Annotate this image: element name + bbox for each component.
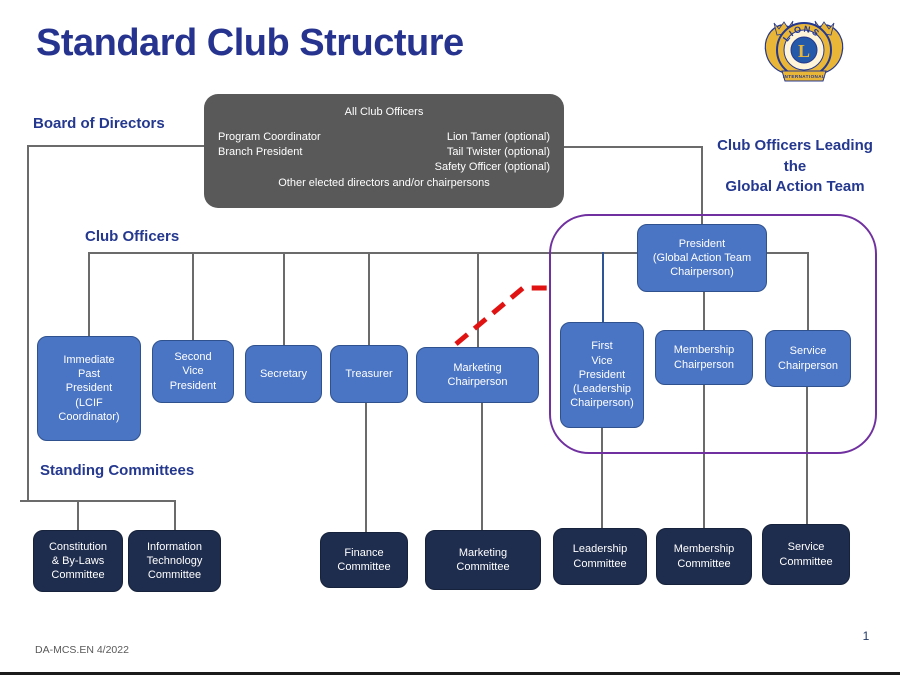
gat-group-label: Club Officers Leading the Global Action … [717, 137, 873, 196]
connector-drop-treasurer [368, 252, 370, 346]
officer-box-service-chairperson: Service Chairperson [765, 330, 851, 387]
connector-marketing-committee [481, 402, 483, 531]
committee-box-finance: Finance Committee [320, 532, 408, 588]
connector-president-membership [703, 290, 705, 331]
logo-banner-text: INTERNATIONAL [783, 74, 825, 79]
connector-drop-service-chair [807, 252, 809, 331]
all-club-officers-title: All Club Officers [344, 106, 424, 118]
connector-drop-secretary [283, 252, 285, 346]
connector-fvp-leadership [601, 427, 603, 529]
lions-international-logo: LIONS L INTERNATIONAL [764, 20, 844, 82]
officer-item-branch-president: Branch President [218, 146, 303, 159]
officer-box-president: President (Global Action Team Chairperso… [637, 224, 767, 292]
officer-item-safety-officer: Safety Officer (optional) [434, 161, 550, 174]
connector-drop-fvp [602, 252, 604, 323]
committee-box-membership: Membership Committee [656, 528, 752, 585]
committee-box-marketing: Marketing Committee [425, 530, 541, 590]
connector-drop-it [174, 500, 176, 531]
officer-item-lion-tamer: Lion Tamer (optional) [446, 131, 550, 143]
connector-service-committee [806, 386, 808, 525]
officer-item-other-directors: Other elected directors and/or chairpers… [278, 176, 490, 189]
connector-left-vertical [27, 145, 29, 502]
connector-membership-committee [703, 384, 705, 529]
committee-box-service: Service Committee [762, 524, 850, 585]
connector-officers-rail [88, 252, 809, 254]
officer-box-marketing-chairperson: Marketing Chairperson [416, 347, 539, 403]
red-dashed-connector [454, 285, 548, 346]
officer-box-secretary: Secretary [245, 345, 322, 403]
page-number: 1 [862, 629, 870, 643]
connector-drop-ipp [88, 252, 90, 337]
connector-drop-constitution [77, 500, 79, 531]
connector-treasurer-finance [365, 402, 367, 533]
officer-box-first-vice-president: First Vice President (Leadership Chairpe… [560, 322, 644, 428]
officer-box-membership-chairperson: Membership Chairperson [655, 330, 753, 385]
document-code: DA-MCS.EN 4/2022 [35, 644, 129, 656]
club-officers-label: Club Officers [85, 228, 180, 245]
bottom-edge-bar [0, 672, 900, 675]
standing-committees-label: Standing Committees [40, 462, 195, 479]
connector-board-left [28, 145, 205, 147]
officer-box-immediate-past-president: Immediate Past President (LCIF Coordinat… [37, 336, 141, 441]
page-title: Standard Club Structure [36, 22, 464, 64]
board-of-directors-label: Board of Directors [33, 115, 165, 132]
connector-standing-rail [20, 500, 176, 502]
all-club-officers-box: All Club Officers Program Coordinator Br… [204, 94, 564, 208]
committee-box-leadership: Leadership Committee [553, 528, 647, 585]
committee-box-information-technology: Information Technology Committee [128, 530, 221, 592]
officer-item-tail-twister: Tail Twister (optional) [446, 146, 550, 159]
officer-item-program-coordinator: Program Coordinator [218, 131, 321, 143]
connector-drop-svp [192, 252, 194, 341]
logo-center-letter: L [798, 41, 810, 61]
committee-box-constitution: Constitution & By-Laws Committee [33, 530, 123, 592]
connector-drop-marketing [477, 252, 479, 348]
connector-to-president [701, 146, 703, 225]
connector-board-right [564, 146, 703, 148]
officer-box-second-vice-president: Second Vice President [152, 340, 234, 403]
officer-box-treasurer: Treasurer [330, 345, 408, 403]
